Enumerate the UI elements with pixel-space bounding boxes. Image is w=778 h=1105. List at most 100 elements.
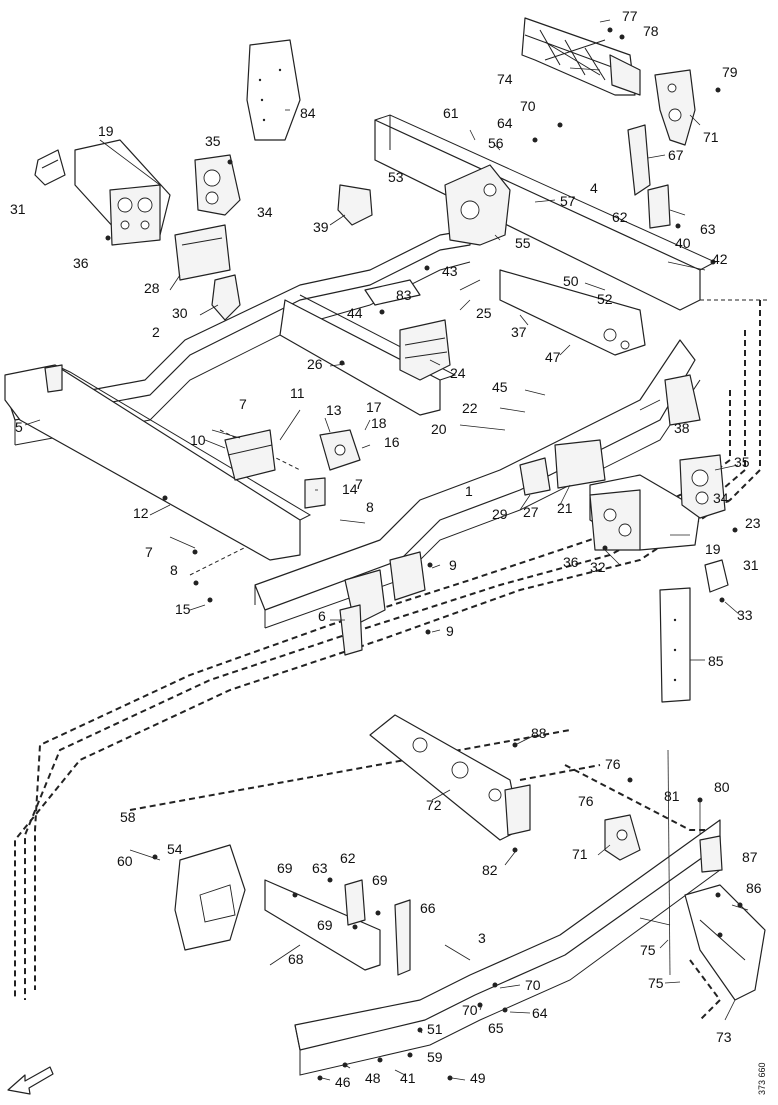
callout-23: 23 xyxy=(745,515,761,531)
callout-51: 51 xyxy=(427,1021,443,1037)
callout-62: 62 xyxy=(612,209,628,225)
callout-53: 53 xyxy=(388,169,404,185)
part-62b-plate xyxy=(344,879,366,926)
fastener-dots xyxy=(105,27,743,1081)
callout-71: 71 xyxy=(572,846,588,862)
part-29-bracket xyxy=(519,457,551,496)
callout-80: 80 xyxy=(714,779,730,795)
drawing-number: 373 660 xyxy=(757,1062,767,1095)
callout-42: 42 xyxy=(712,251,728,267)
part-19b-tube xyxy=(589,474,701,551)
callout-5: 5 xyxy=(15,419,23,435)
callout-44: 44 xyxy=(347,305,363,321)
callout-76: 76 xyxy=(578,793,594,809)
callout-79: 79 xyxy=(722,64,738,80)
callout-74: 74 xyxy=(497,71,513,87)
callout-17: 17 xyxy=(366,399,382,415)
callout-7: 7 xyxy=(239,396,247,412)
part-28-mount xyxy=(174,224,231,281)
callout-21: 21 xyxy=(557,500,573,516)
callout-85: 85 xyxy=(708,653,724,669)
callout-6: 6 xyxy=(318,608,326,624)
callout-57: 57 xyxy=(560,193,576,209)
callout-56: 56 xyxy=(488,135,504,151)
callout-28: 28 xyxy=(144,280,160,296)
callout-31: 31 xyxy=(743,557,759,573)
callout-64: 64 xyxy=(497,115,513,131)
part-67-plate xyxy=(627,124,651,196)
callout-75: 75 xyxy=(648,975,664,991)
callout-72: 72 xyxy=(426,797,442,813)
callout-58: 58 xyxy=(120,809,136,825)
callout-27: 27 xyxy=(523,504,539,520)
callout-32: 32 xyxy=(590,559,606,575)
callout-52: 52 xyxy=(597,291,613,307)
callout-22: 22 xyxy=(462,400,478,416)
callout-63: 63 xyxy=(700,221,716,237)
part-34b-bracket xyxy=(679,454,726,519)
callout-34: 34 xyxy=(257,204,273,220)
callout-41: 41 xyxy=(400,1070,416,1086)
callout-78: 78 xyxy=(643,23,659,39)
callout-66: 66 xyxy=(420,900,436,916)
callout-59: 59 xyxy=(427,1049,443,1065)
part-74-crossmember xyxy=(521,17,641,96)
part-71-spring-hanger-upper xyxy=(654,69,696,146)
callout-8: 8 xyxy=(366,499,374,515)
callout-9: 9 xyxy=(446,623,454,639)
callout-84: 84 xyxy=(300,105,316,121)
part-19-rear-tube xyxy=(74,139,171,246)
part-87-bracket xyxy=(699,835,723,873)
callout-49: 49 xyxy=(470,1070,486,1086)
callout-62: 62 xyxy=(340,850,356,866)
part-38-bracket xyxy=(664,374,701,426)
callout-60: 60 xyxy=(117,853,133,869)
callout-45: 45 xyxy=(492,379,508,395)
callout-75: 75 xyxy=(640,942,656,958)
part-71b-hanger xyxy=(604,814,641,861)
part-55-gusset xyxy=(444,164,511,246)
callout-76: 76 xyxy=(605,756,621,772)
callout-48: 48 xyxy=(365,1070,381,1086)
callout-70: 70 xyxy=(525,977,541,993)
callout-30: 30 xyxy=(172,305,188,321)
callout-31: 31 xyxy=(10,201,26,217)
callout-69: 69 xyxy=(317,917,333,933)
callout-68: 68 xyxy=(288,951,304,967)
callout-19: 19 xyxy=(98,123,114,139)
callout-9: 9 xyxy=(449,557,457,573)
callout-38: 38 xyxy=(674,420,690,436)
callout-43: 43 xyxy=(442,263,458,279)
callout-77: 77 xyxy=(622,8,638,24)
callout-35: 35 xyxy=(734,454,750,470)
callout-4: 4 xyxy=(590,180,598,196)
part-31-clamp xyxy=(34,149,66,186)
callout-16: 16 xyxy=(384,434,400,450)
callout-71: 71 xyxy=(703,129,719,145)
callout-87: 87 xyxy=(742,849,758,865)
part-37-crossmember xyxy=(499,269,646,356)
callout-leaders xyxy=(24,19,741,1081)
callout-33: 33 xyxy=(737,607,753,623)
callout-82: 82 xyxy=(482,862,498,878)
callout-11: 11 xyxy=(290,385,305,401)
part-83-plate xyxy=(364,279,421,306)
callout-19: 19 xyxy=(705,541,721,557)
callout-86: 86 xyxy=(746,880,762,896)
callout-54: 54 xyxy=(167,841,183,857)
callout-37: 37 xyxy=(511,324,527,340)
callout-61: 61 xyxy=(443,105,459,121)
callout-2: 2 xyxy=(152,324,160,340)
callout-7: 7 xyxy=(355,476,363,492)
callout-40: 40 xyxy=(675,235,691,251)
part-31b-clamp xyxy=(704,559,729,593)
part-53-upper-rail xyxy=(374,114,717,311)
callout-20: 20 xyxy=(431,421,447,437)
bolts xyxy=(169,261,749,976)
callout-55: 55 xyxy=(515,235,531,251)
part-5-front-crossmember xyxy=(4,364,312,561)
part-85-plate xyxy=(659,587,691,703)
